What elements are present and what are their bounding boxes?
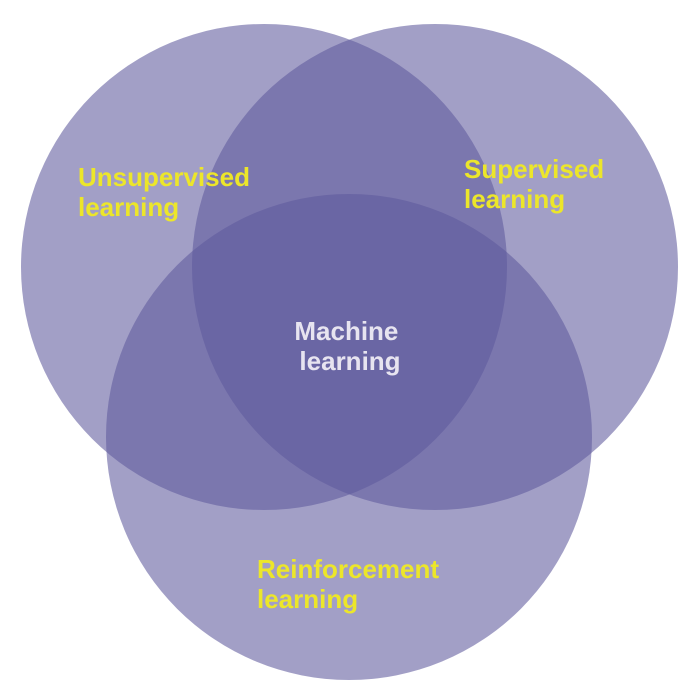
unsupervised-learning-label: Unsupervised learning <box>78 162 257 222</box>
reinforcement-learning-label: Reinforcement learning <box>257 554 446 614</box>
supervised-label-line-1: Supervised <box>464 154 604 184</box>
unsupervised-label-line-2: learning <box>78 192 179 222</box>
machine-learning-label-line-1: Machine <box>294 316 398 346</box>
supervised-label-line-2: learning <box>464 184 565 214</box>
reinforcement-label-line-1: Reinforcement <box>257 554 439 584</box>
unsupervised-label-line-1: Unsupervised <box>78 162 250 192</box>
reinforcement-label-line-2: learning <box>257 584 358 614</box>
supervised-learning-label: Supervised learning <box>464 154 611 214</box>
machine-learning-label: Machine learning <box>294 316 405 376</box>
machine-learning-label-line-2: learning <box>299 346 400 376</box>
reinforcement-learning-circle <box>106 194 592 680</box>
